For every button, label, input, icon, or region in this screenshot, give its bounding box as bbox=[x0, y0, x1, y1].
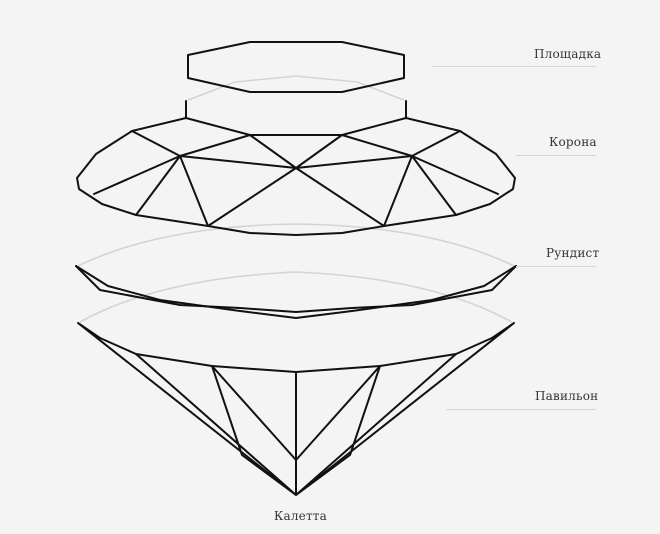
pavilion-section bbox=[77, 322, 515, 496]
girdle-crossing-edge bbox=[75, 265, 517, 313]
label-pavilion: Павильон bbox=[535, 389, 599, 403]
crown-facets bbox=[93, 117, 499, 227]
table-leader-line bbox=[432, 66, 596, 67]
diamond-outlines bbox=[75, 41, 517, 496]
label-crown: Корона bbox=[549, 135, 597, 149]
table-facet bbox=[187, 41, 405, 93]
label-girdle: Рундист bbox=[546, 246, 600, 260]
girdle-ghost-edge bbox=[77, 223, 515, 267]
girdle-front-edge bbox=[75, 265, 517, 319]
crown-outline bbox=[76, 100, 516, 236]
pavilion-ghost-edge bbox=[79, 271, 513, 323]
label-table: Площадка bbox=[534, 47, 602, 61]
girdle-leader-line bbox=[516, 266, 596, 267]
ghost-outlines bbox=[77, 75, 515, 323]
pavilion-leader-line bbox=[446, 409, 596, 410]
girdle-section bbox=[75, 265, 517, 319]
label-culet: Калетта bbox=[274, 509, 327, 523]
crown-section bbox=[76, 100, 516, 236]
crown-ghost-edge bbox=[187, 75, 405, 101]
pavilion-facets bbox=[135, 353, 457, 496]
crown-leader-line bbox=[516, 155, 596, 156]
